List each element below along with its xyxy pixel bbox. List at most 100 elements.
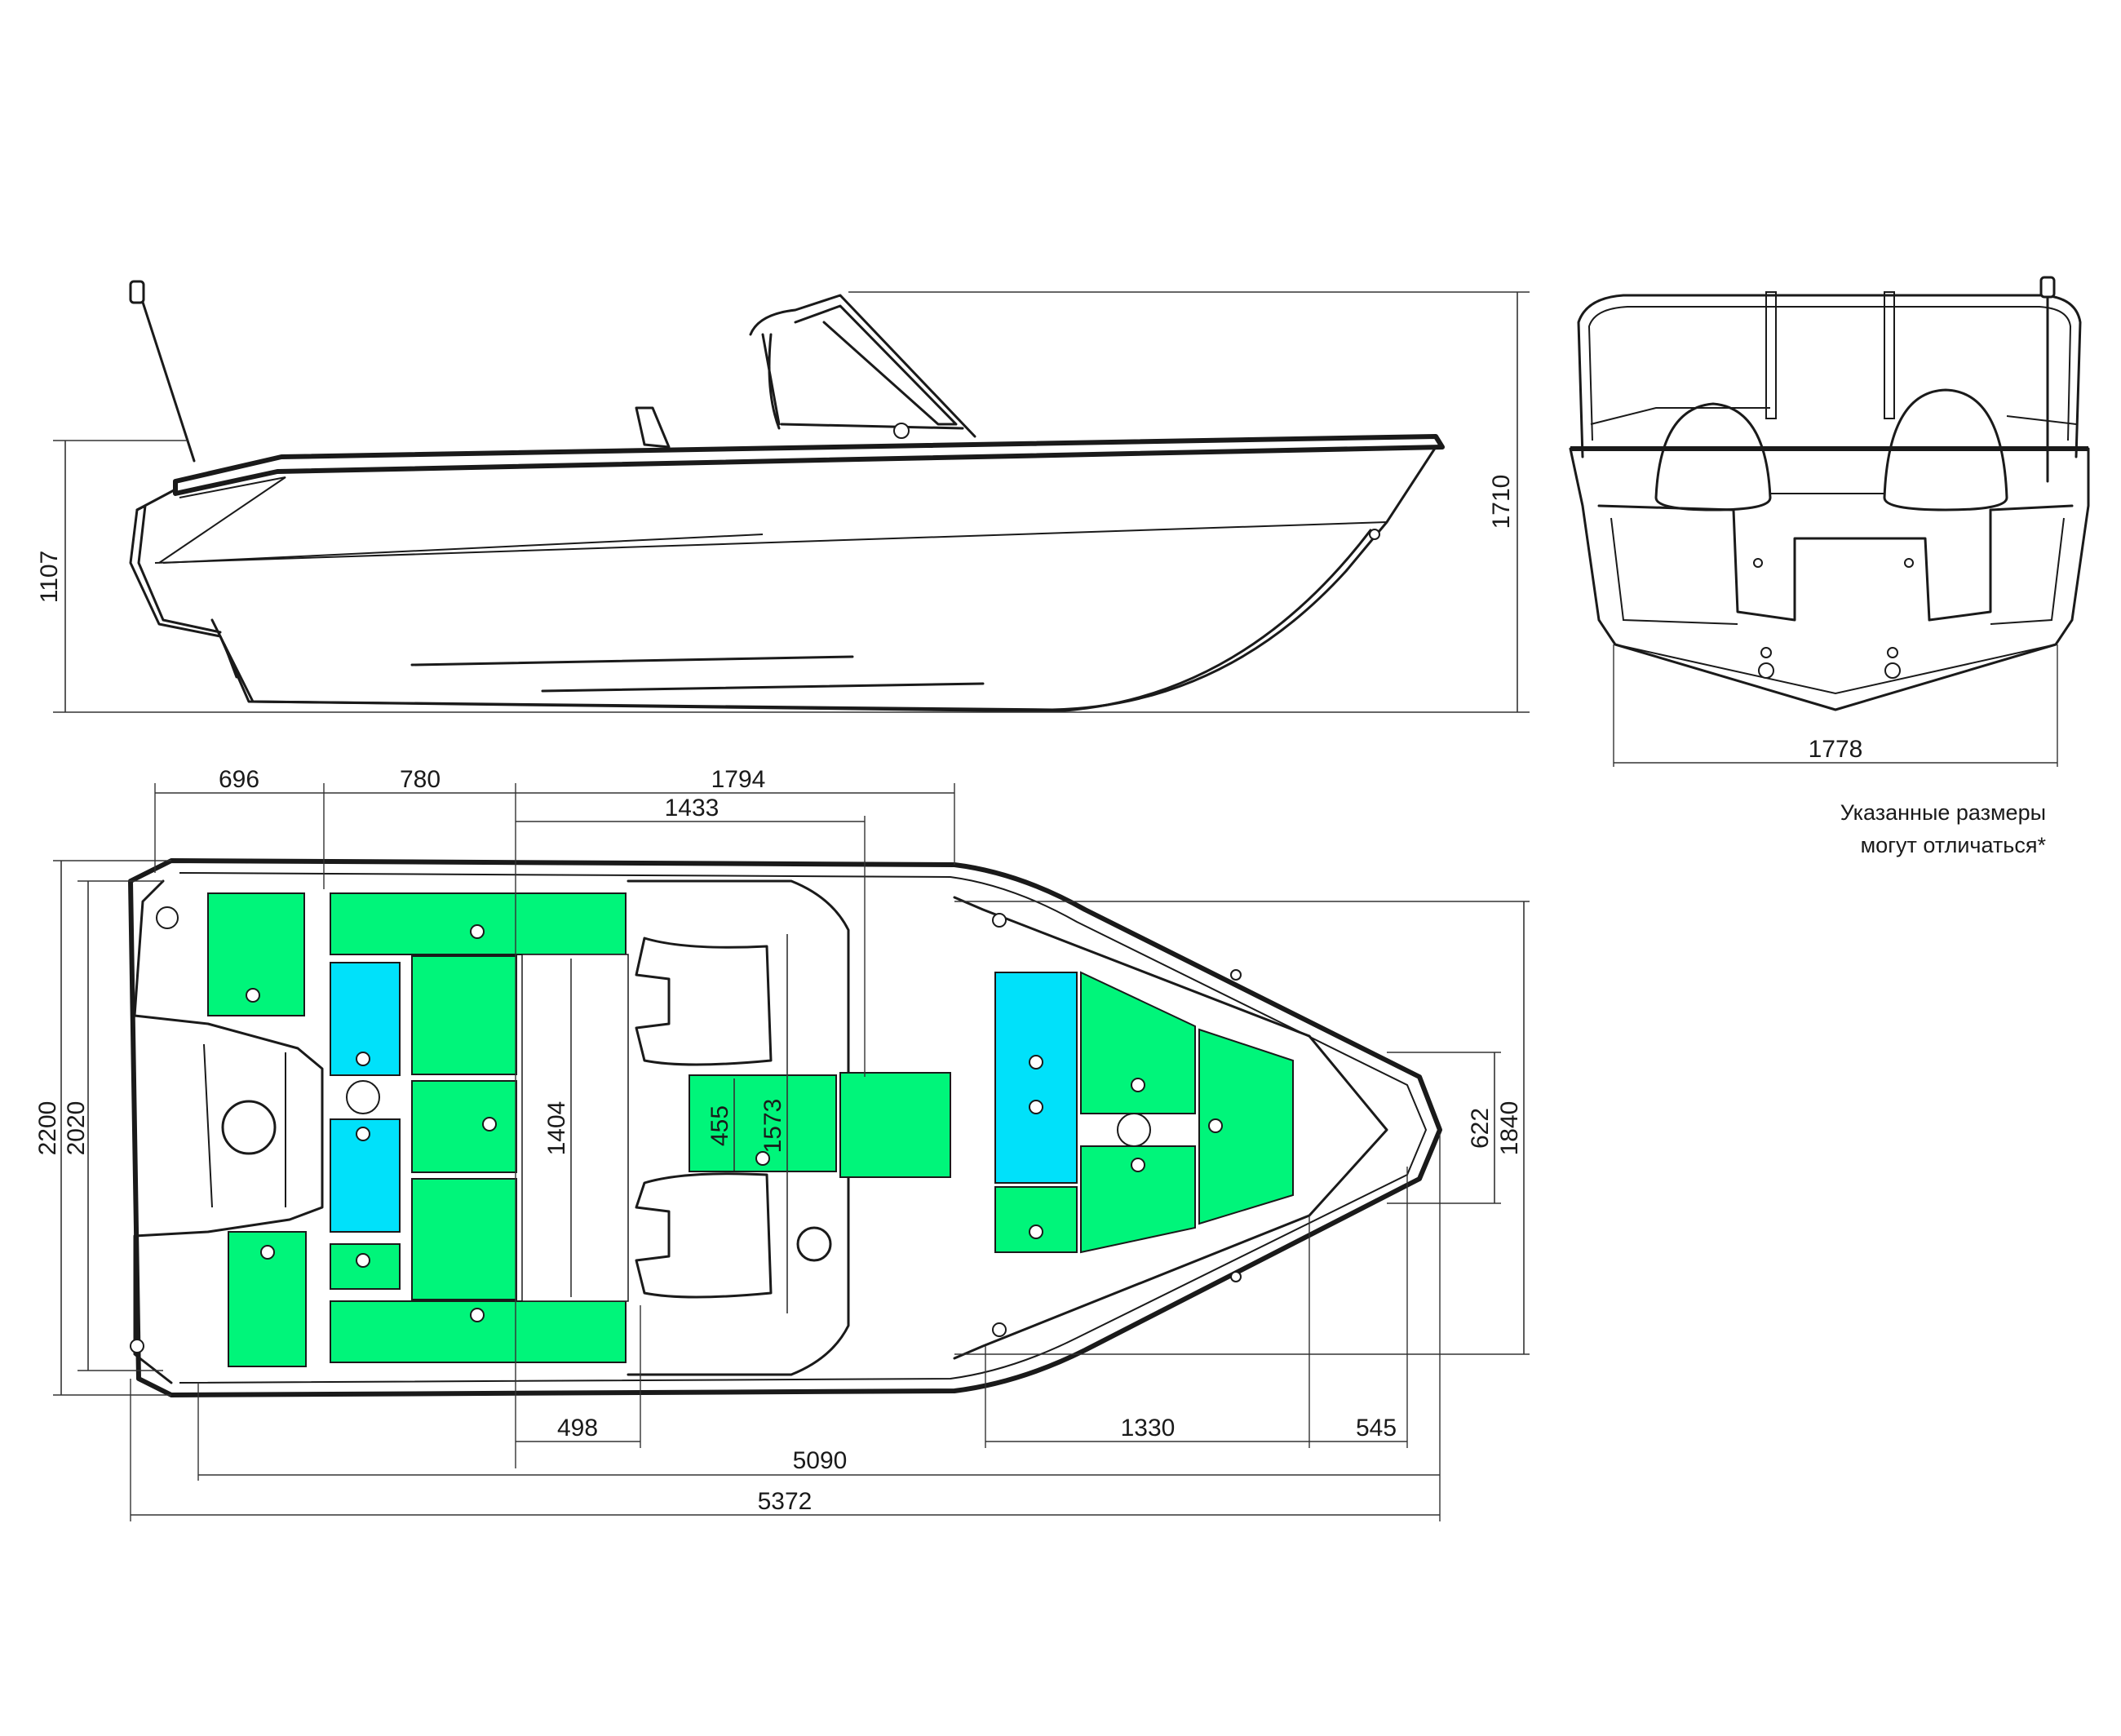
dim-beam-rear: 1778	[1809, 736, 1863, 763]
bench-top	[330, 892, 627, 955]
hull-side	[129, 445, 1437, 711]
dim-total-height: 1710	[1488, 475, 1515, 529]
rail-bolt-2	[1230, 1271, 1242, 1282]
console-rear	[1590, 407, 2077, 494]
dimension-lines	[53, 291, 2058, 1521]
transom-rear	[1597, 504, 2074, 622]
transom-side	[135, 504, 238, 679]
bow-hatch	[1117, 1113, 1151, 1147]
chine-line	[154, 521, 1388, 564]
windshield-frame	[749, 294, 976, 438]
bolt	[470, 924, 485, 939]
bolt	[1029, 1224, 1043, 1239]
dim-hull-length: 5090	[793, 1447, 848, 1474]
bolt	[482, 1117, 497, 1132]
bolt	[1131, 1158, 1145, 1172]
engine-well	[221, 1100, 277, 1155]
bow-cooler	[994, 972, 1078, 1184]
engine-box	[203, 1043, 286, 1208]
hull-outline-top	[128, 858, 1442, 1397]
dim-stern-box: 696	[219, 766, 259, 793]
bolt	[260, 1245, 275, 1260]
stern-cleat-bottom	[130, 1339, 144, 1353]
dim-side-height: 1107	[36, 551, 63, 604]
bolt	[1029, 1055, 1043, 1070]
antenna-tip	[129, 280, 145, 304]
note-line-2: могут отличаться*	[1861, 833, 2047, 857]
dim-bow-tip: 545	[1356, 1415, 1397, 1442]
dim-hull-beam: 2020	[63, 1101, 90, 1156]
bolt	[470, 1308, 485, 1322]
hardtop-frame	[1577, 294, 2082, 458]
hardtop-inner	[1587, 306, 2072, 441]
cleat-side	[893, 423, 910, 439]
walkway	[521, 954, 629, 1302]
dim-bow-locker: 1330	[1121, 1415, 1176, 1442]
seat-top	[635, 937, 773, 1066]
bolt	[246, 988, 260, 1003]
dimension-labels: 1107 1710 1778 696 780 1794 1433 2200 20…	[34, 475, 2046, 1515]
gunwale	[173, 434, 1445, 496]
aft-floor-1	[411, 955, 517, 1075]
rear-view	[1569, 276, 2090, 711]
bolt	[356, 1253, 370, 1268]
speaker	[796, 1226, 832, 1262]
dim-walkway: 1404	[543, 1101, 570, 1156]
sheer-line	[158, 476, 286, 564]
transom-bolt-1	[1753, 558, 1763, 568]
bolt-side	[1369, 529, 1380, 540]
forward-floor-center	[839, 1072, 951, 1178]
bow-deck	[953, 896, 1388, 1360]
bolt	[1208, 1118, 1223, 1133]
antenna	[137, 288, 196, 463]
antenna-rear-tip	[2039, 276, 2056, 299]
top-view	[128, 858, 1442, 1397]
drain-left	[1758, 662, 1774, 679]
dim-bow-deck: 622	[1467, 1108, 1494, 1149]
side-view	[129, 280, 1445, 713]
strake-3	[162, 534, 764, 564]
drain-right	[1884, 662, 1901, 679]
dim-windshield: 1433	[665, 795, 720, 822]
bow-cleat-top	[992, 913, 1007, 928]
hull-bottom	[223, 529, 1372, 713]
seat-back-side	[635, 406, 671, 449]
bolt	[755, 1151, 770, 1166]
bow-locker-3	[1198, 1028, 1294, 1225]
drain-right-2	[1887, 647, 1898, 658]
seat-right-rear	[1883, 388, 2008, 512]
stern-top	[133, 879, 324, 1384]
aft-floor-2	[411, 1080, 517, 1173]
aft-floor-3	[411, 1178, 517, 1300]
hull-inner-top	[179, 872, 1428, 1384]
bow-locker-small	[994, 1186, 1078, 1253]
dim-bow-beam: 1840	[1496, 1101, 1523, 1156]
roll-bar-right	[1884, 291, 1895, 419]
dim-cockpit: 1794	[711, 766, 766, 793]
dim-seat-depth: 498	[557, 1415, 598, 1442]
dim-aft-bench: 780	[400, 766, 441, 793]
dim-overall-length: 5372	[758, 1488, 813, 1515]
rail-bolt-1	[1230, 969, 1242, 981]
strake-1	[410, 655, 854, 666]
stern-cleat-top	[156, 906, 179, 929]
roll-bar-left	[1765, 291, 1777, 419]
seat-left-rear	[1654, 402, 1772, 512]
bolt	[356, 1052, 370, 1066]
dim-center-width: 1573	[759, 1099, 786, 1154]
drain-left-2	[1760, 647, 1772, 658]
note-line-1: Указанные размеры	[1840, 800, 2046, 825]
bolt	[1131, 1078, 1145, 1092]
fuel-cap	[346, 1080, 380, 1114]
hull-rear-inner	[1610, 517, 2065, 695]
dim-console-gap: 455	[706, 1105, 733, 1146]
bolt	[1029, 1100, 1043, 1114]
dim-overall-beam: 2200	[34, 1101, 61, 1156]
transom-bolt-2	[1904, 558, 1914, 568]
bow-cleat-bottom	[992, 1322, 1007, 1337]
bow-locker-2	[1080, 1145, 1196, 1254]
hull-rear	[1569, 447, 2090, 711]
bolt	[356, 1127, 370, 1141]
bow-locker-1	[1080, 971, 1196, 1114]
